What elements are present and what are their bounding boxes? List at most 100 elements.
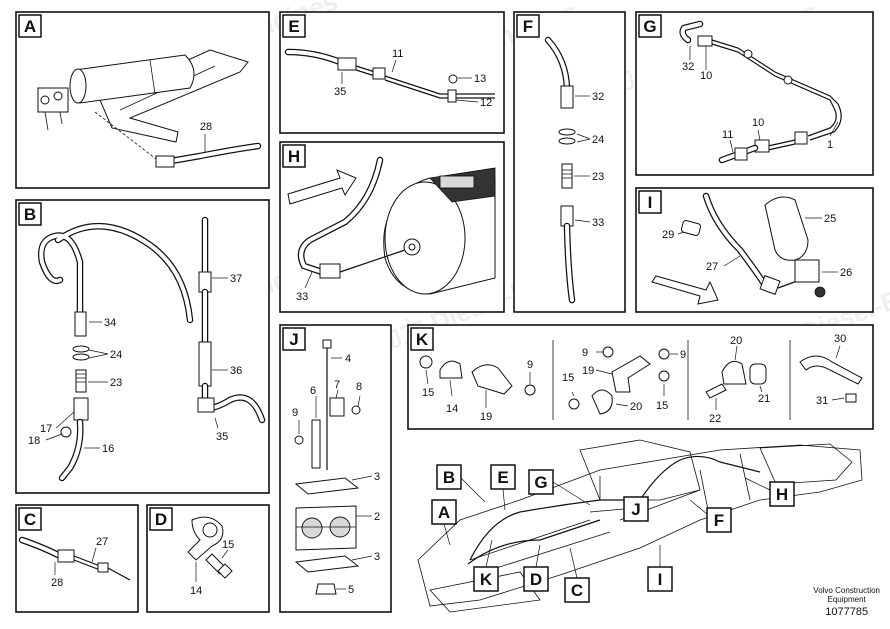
- publisher-line-2: Equipment: [827, 595, 866, 604]
- callout-35: 35: [216, 431, 228, 443]
- callout-6-j: 6: [310, 385, 316, 397]
- overview-tag-h-label: H: [776, 485, 788, 504]
- washer-24b: [72, 353, 90, 361]
- callout-26-i: 26: [840, 267, 852, 279]
- callout-2-j: 2: [374, 511, 380, 523]
- overview-tag-a: [431, 499, 457, 525]
- panel-b-frame: [15, 199, 270, 494]
- panel-b: B 34 24 23 17 18 16 37: [15, 199, 270, 494]
- callout-10-g-top: 10: [700, 70, 712, 82]
- callout-24-f: 24: [592, 134, 604, 146]
- fitting-27-i: [759, 275, 781, 295]
- direction-arrow-i: [651, 275, 719, 305]
- tie-base-31: [845, 393, 857, 403]
- callout-7-j: 7: [334, 379, 340, 391]
- overview-tag-k: [473, 566, 499, 592]
- panel-c-tag: [18, 507, 42, 531]
- screw-8: [351, 405, 361, 415]
- callout-33-f: 33: [592, 217, 604, 229]
- callout-4-j: 4: [345, 353, 351, 365]
- clamp-7: [329, 397, 345, 417]
- panel-c-label: C: [24, 510, 36, 529]
- panel-e: E 11 13 35 12: [279, 11, 505, 134]
- hose-fitting: [155, 155, 175, 168]
- callout-8-j: 8: [356, 381, 362, 393]
- cylinder-end: [69, 68, 87, 104]
- cylinder-band: [149, 59, 156, 95]
- overview-tags: B E G J H F A K D C I: [431, 464, 795, 603]
- callout-31-k: 31: [816, 395, 828, 407]
- fitting-34: [74, 311, 87, 337]
- overview-tag-e-label: E: [497, 468, 508, 487]
- overview-tag-g: [528, 469, 554, 495]
- callout-19-k1: 19: [480, 411, 492, 423]
- callout-9-j: 9: [292, 407, 298, 419]
- panel-d-label: D: [155, 510, 167, 529]
- overview-tag-h: [769, 481, 795, 507]
- panel-i: I 25 29 27 26: [635, 187, 874, 313]
- callout-11-g: 11: [722, 129, 733, 141]
- callout-14-k: 14: [446, 403, 458, 415]
- adapter-23: [75, 369, 87, 393]
- coupling-11: [372, 67, 386, 80]
- panel-e-frame: [279, 11, 505, 134]
- washer-24-f-b: [558, 137, 576, 145]
- panel-g-tag: [638, 14, 662, 38]
- washer-24a: [72, 345, 90, 353]
- panel-e-label: E: [288, 17, 299, 36]
- valve-body: [73, 397, 89, 421]
- panel-i-label: I: [648, 193, 653, 212]
- overview-tag-j-label: J: [631, 500, 640, 519]
- callout-24: 24: [110, 349, 122, 361]
- clip-13: [448, 74, 458, 84]
- panel-d-tag: [149, 507, 173, 531]
- pipe-27: [73, 555, 101, 571]
- callout-17: 17: [40, 423, 52, 435]
- screw-15-k2a: [568, 398, 580, 410]
- panel-k: K 15 14 19 9 9 9 19 15 20 15: [407, 324, 874, 430]
- screw-22: [705, 383, 727, 399]
- callout-16: 16: [102, 443, 114, 455]
- plate-3-top: [294, 477, 360, 495]
- callout-11-e: 11: [392, 48, 403, 60]
- pipe-1-bend: [807, 103, 842, 141]
- panel-a: A 28: [15, 11, 270, 189]
- callout-15-k1: 15: [422, 387, 434, 399]
- overview-tag-c-label: C: [571, 581, 583, 600]
- bracket-19-k1: [471, 364, 513, 395]
- panel-i-frame: [635, 187, 874, 313]
- callout-22-k: 22: [709, 413, 721, 425]
- panel-e-tag: [282, 14, 306, 38]
- panel-f-label: F: [523, 17, 533, 36]
- callout-23-f: 23: [592, 171, 604, 183]
- callout-15-k2a: 15: [562, 372, 574, 384]
- accumulator-25: [764, 196, 809, 261]
- fitting-e: [337, 57, 357, 71]
- panel-j-tag: [282, 327, 306, 351]
- plate-3-bottom: [294, 555, 360, 573]
- screw-15-k1: [419, 355, 433, 369]
- callout-9-k1: 9: [527, 359, 533, 371]
- callout-20-k1: 20: [630, 401, 642, 413]
- panel-g-label: G: [643, 17, 656, 36]
- panel-b-label: B: [24, 205, 36, 224]
- fitting-33-h: [319, 263, 341, 279]
- callout-32-f: 32: [592, 91, 604, 103]
- clamp-14-k: [439, 360, 463, 379]
- callout-37: 37: [230, 273, 242, 285]
- accumulator-cylinder: [74, 54, 195, 104]
- valve-pipes: [44, 111, 63, 131]
- screw-15-k2b: [658, 370, 670, 382]
- callout-15-d: 15: [222, 539, 234, 551]
- callout-27-i: 27: [706, 261, 718, 273]
- panel-c: C 27 28: [15, 504, 139, 613]
- fitting-c: [57, 549, 75, 563]
- panel-h: H 33: [279, 141, 505, 313]
- grommet-21: [749, 363, 767, 385]
- callout-15-k2b: 15: [656, 400, 668, 412]
- cable-tie-30: [799, 355, 863, 385]
- bolt-4-head: [322, 339, 332, 349]
- callout-5-j: 5: [348, 584, 354, 596]
- hose-dashed-route: [94, 111, 161, 163]
